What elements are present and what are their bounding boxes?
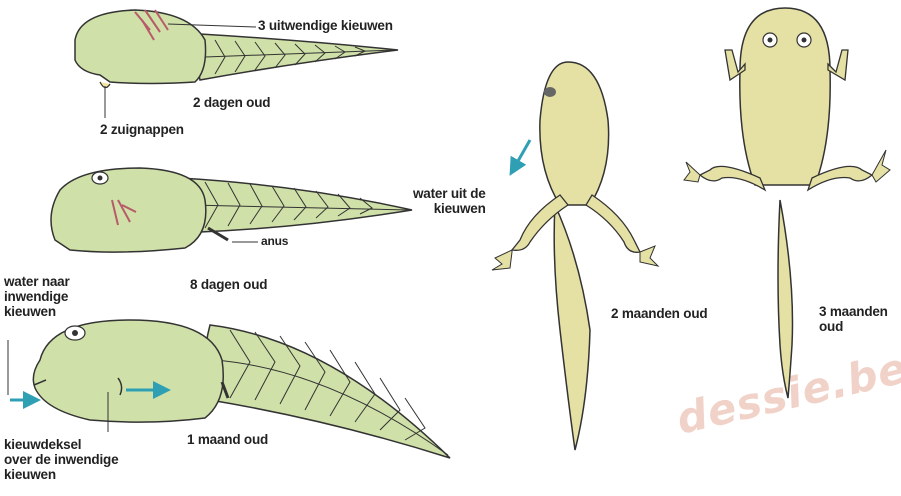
annotation-external-gills: 3 uitwendige kieuwen [258, 18, 393, 33]
annotation-water-in: water naar inwendige kieuwen [4, 274, 70, 319]
froglet-2-months [492, 62, 658, 450]
body [51, 168, 206, 252]
annotation-anus: anus [261, 234, 288, 249]
stage-label-8-days: 8 dagen oud [190, 277, 267, 292]
froglet-3-months [684, 8, 890, 398]
stage-label-1-month: 1 maand oud [187, 432, 268, 447]
tadpole-8-days [51, 168, 412, 252]
tail [179, 178, 412, 232]
body [75, 10, 206, 84]
body [740, 8, 830, 185]
annotation-water-out: water uit de kieuwen [413, 186, 486, 216]
stage-label-3-months: 3 maanden oud [819, 304, 888, 334]
tail [554, 205, 590, 450]
tail [198, 34, 399, 80]
water-out-arrow [514, 140, 530, 168]
stage-label-2-months: 2 maanden oud [611, 306, 707, 321]
annotation-suckers: 2 zuignappen [100, 122, 184, 137]
body [540, 62, 609, 205]
annotation-gill-cover: kieuwdeksel over de inwendige kieuwen [4, 437, 118, 482]
stage-label-2-days: 2 dagen oud [193, 95, 270, 110]
body [33, 320, 223, 422]
